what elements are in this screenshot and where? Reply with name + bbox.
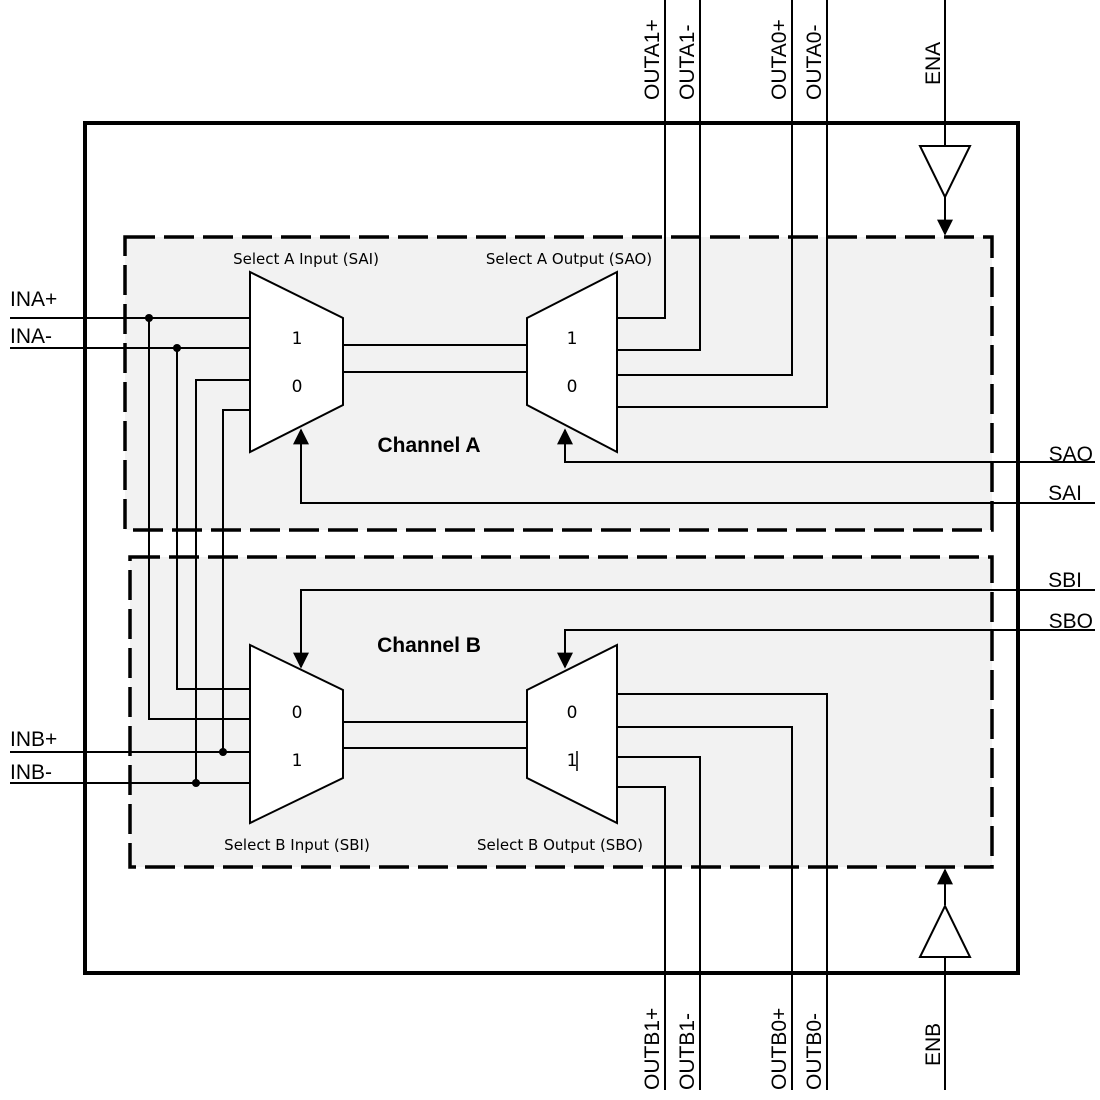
pin-ina-neg: INA- <box>10 325 52 348</box>
mux-a-output-port-bottom: 0 <box>567 377 578 397</box>
pin-outb1-pos: OUTB1+ <box>641 1008 664 1090</box>
mux-a-input-port-bottom: 0 <box>292 377 303 397</box>
outa1-neg-wire <box>617 0 701 351</box>
mux-b-input-label: Select B Input (SBI) <box>224 836 370 854</box>
pin-enb: ENB <box>922 1023 945 1066</box>
ina-neg-to-mux-b-wire <box>176 348 250 690</box>
channel-b-title: Channel B <box>377 634 481 657</box>
pin-ina-pos: INA+ <box>10 288 57 311</box>
mux-b-input <box>249 643 344 825</box>
outb0-pos-wire <box>617 726 793 1090</box>
ina-pos-to-mux-b-wire <box>148 318 250 720</box>
outb0-neg-wire <box>617 693 828 1090</box>
sbi-wire <box>293 589 1095 669</box>
channel-a-title: Channel A <box>377 434 480 457</box>
outa0-pos-wire <box>617 0 793 376</box>
mux-b-output-port-top: 0 <box>567 703 578 723</box>
pin-outa0-pos: OUTA0+ <box>768 19 791 100</box>
mux-a-input-label: Select A Input (SAI) <box>233 250 379 268</box>
pin-outb1-neg: OUTB1- <box>676 1013 699 1090</box>
pin-ena: ENA <box>922 42 945 85</box>
junction-dot <box>192 779 200 787</box>
mux-b-output-label: Select B Output (SBO) <box>477 836 643 854</box>
mux-b-input-port-top: 0 <box>292 703 303 723</box>
outa0-neg-wire <box>617 0 828 408</box>
junction-dot <box>145 314 153 322</box>
pin-outb0-pos: OUTB0+ <box>768 1008 791 1090</box>
pin-sao: SAO <box>1049 443 1093 466</box>
sai-wire <box>293 428 1095 504</box>
pin-outa1-neg: OUTA1- <box>676 25 699 100</box>
mux-a-input-port-top: 1 <box>292 329 303 349</box>
sao-wire <box>557 428 1095 463</box>
mux-a-output <box>526 270 618 454</box>
outb1-pos-wire <box>617 786 666 1090</box>
mux-a-output-port-top: 1 <box>567 329 578 349</box>
mux-a-output-label: Select A Output (SAO) <box>486 250 652 268</box>
pin-sbo: SBO <box>1049 610 1093 633</box>
pin-outb0-neg: OUTB0- <box>803 1013 826 1090</box>
pin-inb-neg: INB- <box>10 761 52 784</box>
pin-outa0-neg: OUTA0- <box>803 25 826 100</box>
inb-pos-to-mux-a-wire <box>195 379 250 783</box>
junction-dot <box>219 748 227 756</box>
pin-sai: SAI <box>1048 482 1082 505</box>
inb-neg-to-mux-a-wire <box>222 409 250 752</box>
junction-dot <box>173 344 181 352</box>
pin-outa1-pos: OUTA1+ <box>641 19 664 100</box>
ena-buffer-icon <box>918 145 972 200</box>
outa1-pos-wire <box>617 0 666 319</box>
mux-b-output <box>526 643 618 825</box>
sbo-wire <box>557 629 1095 669</box>
mux-a-input <box>249 270 344 454</box>
pin-sbi: SBI <box>1048 569 1082 592</box>
outb1-neg-wire <box>617 756 701 1090</box>
pin-inb-pos: INB+ <box>10 728 57 751</box>
mux-b-input-port-bottom: 1 <box>292 751 303 771</box>
mux-b-output-port-bottom: 1 <box>567 751 578 771</box>
